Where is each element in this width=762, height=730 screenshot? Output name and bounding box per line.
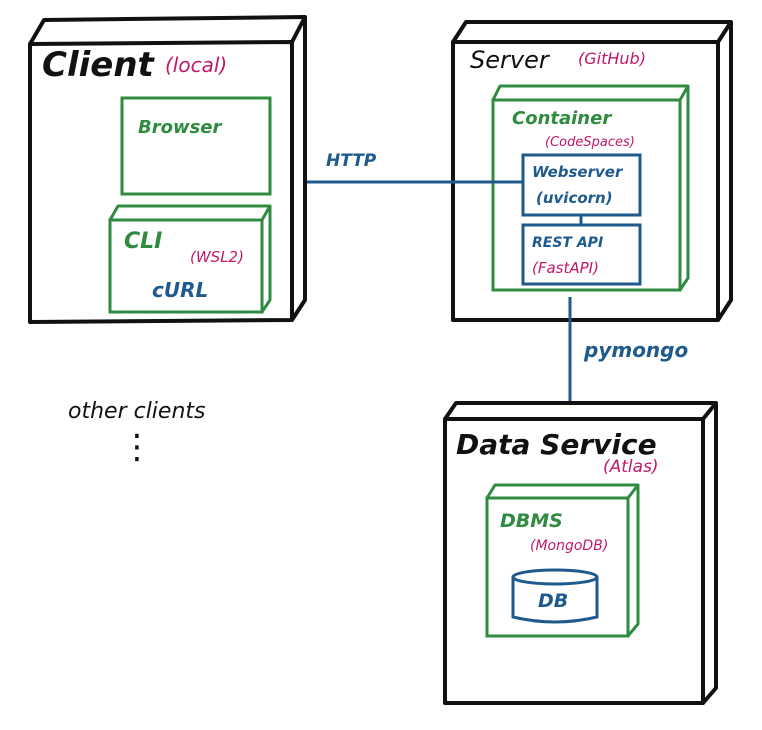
pymongo-connection: pymongo	[568, 297, 688, 403]
data-service-note: (Atlas)	[603, 457, 659, 477]
container-component: Container (CodeSpaces)	[491, 84, 690, 292]
client-node: Client (local)	[28, 15, 307, 324]
other-clients-ellipsis: ⋮	[120, 427, 154, 467]
webserver-label: Webserver	[532, 163, 624, 181]
cli-label: CLI	[124, 229, 162, 254]
container-note: (CodeSpaces)	[545, 135, 635, 150]
client-note: (local)	[165, 53, 227, 77]
server-note: (GitHub)	[578, 49, 646, 68]
browser-component: Browser	[120, 96, 272, 196]
server-title: Server	[470, 46, 551, 74]
http-label: HTTP	[326, 151, 377, 171]
db-label: DB	[538, 590, 568, 612]
rest-api-component: REST API (FastAPI)	[521, 223, 642, 286]
rest-api-label: REST API	[532, 235, 603, 251]
data-service-title: Data Service	[456, 428, 657, 461]
pymongo-label: pymongo	[583, 338, 688, 362]
http-connection: HTTP	[307, 151, 523, 184]
db-cylinder: DB	[511, 568, 599, 624]
dbms-label: DBMS	[500, 510, 563, 532]
browser-label: Browser	[138, 117, 223, 138]
container-label: Container	[512, 108, 612, 129]
dbms-component: DBMS (MongoDB)	[485, 483, 640, 638]
dbms-note: (MongoDB)	[530, 538, 608, 554]
cli-note: (WSL2)	[190, 248, 244, 266]
other-clients-label: other clients	[68, 399, 206, 424]
client-title: Client	[42, 45, 156, 85]
rest-api-note: (FastAPI)	[532, 259, 599, 277]
curl-label: cURL	[152, 278, 208, 302]
data-service-node: Data Service (Atlas)	[443, 401, 718, 705]
webserver-component: Webserver (uvicorn)	[521, 153, 642, 217]
webserver-note: (uvicorn)	[536, 189, 613, 207]
other-clients: other clients ⋮	[68, 399, 206, 467]
server-node: Server (GitHub)	[451, 20, 733, 322]
cli-component: CLI (WSL2) cURL	[108, 204, 272, 314]
